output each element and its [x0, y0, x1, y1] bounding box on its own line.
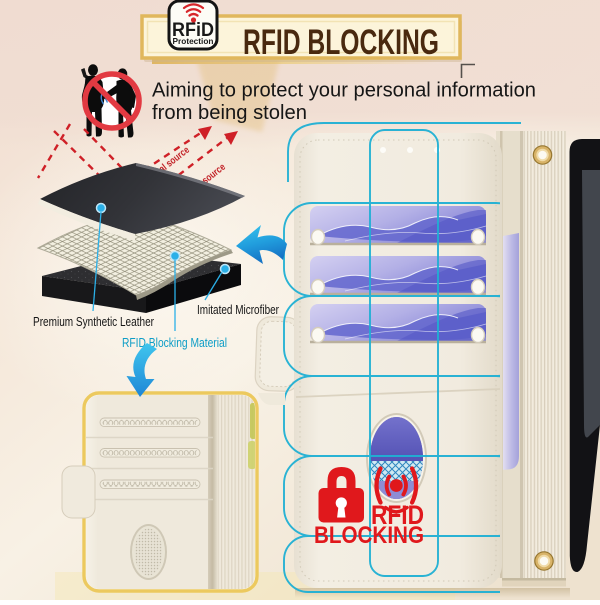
svg-text:from being stolen: from being stolen — [152, 102, 307, 124]
svg-text:Premium Synthetic Leather: Premium Synthetic Leather — [33, 314, 155, 329]
svg-text:Protection: Protection — [173, 37, 214, 46]
svg-text:BLOCKING: BLOCKING — [314, 522, 424, 549]
svg-text:Imitated Microfiber: Imitated Microfiber — [197, 302, 280, 317]
svg-text:RFiD: RFiD — [172, 20, 214, 41]
svg-text:RFID BLOCKING: RFID BLOCKING — [243, 23, 439, 62]
svg-text:RFID Blocking Material: RFID Blocking Material — [122, 335, 227, 350]
svg-text:RFID: RFID — [371, 500, 424, 530]
svg-text:Aiming to protect your persona: Aiming to protect your personal informat… — [152, 80, 536, 102]
